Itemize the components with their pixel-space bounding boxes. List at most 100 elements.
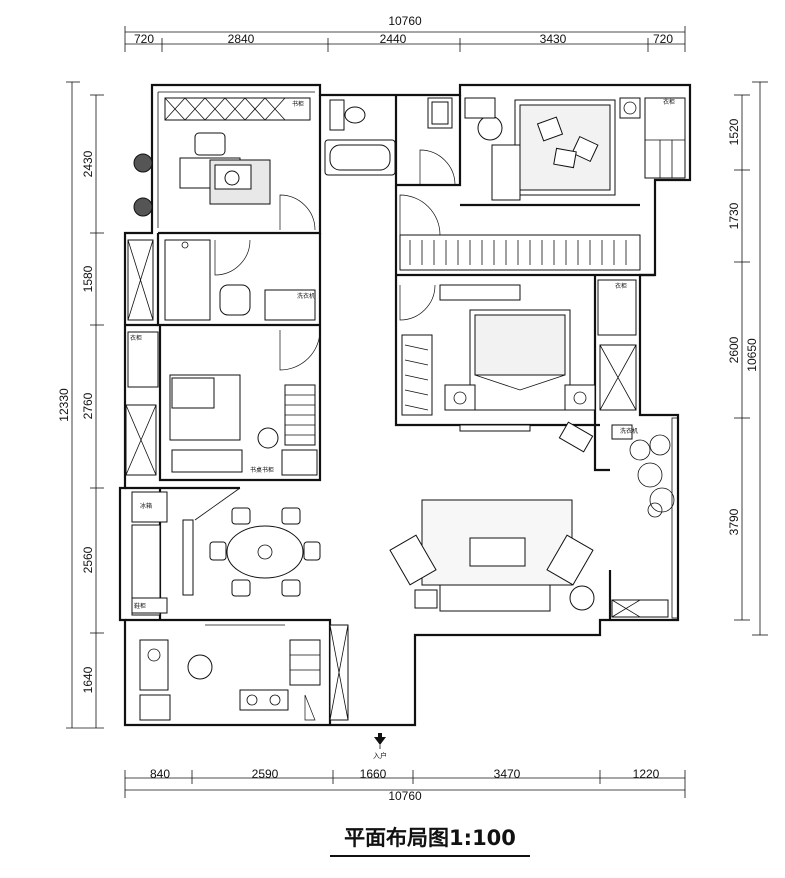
dining-chair (231, 579, 251, 597)
page-title: 平面布局图1:100 (344, 826, 516, 850)
bottom-dimensions: 840 2590 1660 3470 1220 10760 (124, 767, 686, 803)
kitchen-sink (139, 639, 169, 691)
armchair-right (546, 534, 594, 586)
kids-wardrobe (127, 331, 159, 388)
dining-chair (303, 541, 321, 561)
balcony-washer (611, 424, 633, 440)
right-dimension-1: 1520 (727, 118, 741, 145)
wardrobe-middle (401, 334, 433, 416)
nightstand (564, 384, 596, 411)
hall-wardrobe (399, 234, 641, 271)
kids-sofa (171, 449, 243, 473)
top-dimension-3: 2440 (380, 32, 407, 46)
main-sofa (439, 584, 551, 612)
flower-icon (257, 544, 273, 560)
toilet-icon (219, 284, 251, 316)
nightstand (619, 97, 641, 119)
corridor-door-icon (399, 194, 441, 236)
balcony-label: 洗衣机 (620, 427, 638, 435)
shower-area (164, 239, 211, 321)
top-dimension-4: 3430 (540, 32, 567, 46)
shoe-cabinet-label: 鞋柜 (134, 602, 146, 610)
laundry-label: 洗衣机 (297, 292, 315, 300)
dining-area: 冰箱 鞋柜 (131, 487, 321, 616)
kids-desk-label: 书桌书柜 (250, 466, 274, 474)
right-dimension-4: 3790 (727, 508, 741, 535)
bottom-dimension-3: 1660 (360, 767, 387, 781)
bottom-dimension-2: 2590 (252, 767, 279, 781)
kitchen-cabinet (289, 639, 321, 686)
bathtub-inner (329, 144, 391, 171)
entry-arrow-icon (374, 733, 386, 745)
toilet-icon (344, 106, 366, 124)
bedroom-door-icon (399, 284, 436, 321)
right-dimension-3: 2600 (727, 336, 741, 363)
dining-table (226, 525, 304, 579)
plant-icon (133, 197, 153, 217)
left-dimensions: 12330 2430 1580 2760 2560 1640 (57, 81, 104, 729)
dining-chair (209, 541, 227, 561)
kids-room: 衣柜 书桌书柜 (125, 329, 321, 476)
entrance: 入户 (373, 733, 387, 760)
bedroom-top-right: 衣柜 (464, 97, 686, 201)
wardrobe-a-label: 衣柜 (663, 98, 675, 106)
top-dimension-1: 720 (134, 32, 154, 46)
bookshelf-cells (164, 97, 286, 121)
kids-pillows (171, 377, 215, 409)
tv-stand (459, 424, 531, 432)
bathroom-left: 洗衣机 (127, 239, 316, 321)
bath-door-icon (419, 149, 456, 186)
left-dimension-2: 1580 (81, 265, 95, 292)
kids-wardrobe-label: 衣柜 (130, 334, 142, 342)
top-dimension-2: 2840 (228, 32, 255, 46)
bottom-dimension-5: 1220 (633, 767, 660, 781)
bottom-dimension-4: 3470 (494, 767, 521, 781)
side-table-round (569, 585, 595, 611)
lounge-chair (558, 421, 594, 453)
bed-rug-edge (439, 284, 521, 301)
study-room: 书柜 (133, 97, 316, 231)
nightstand (464, 97, 496, 119)
corridor-wardrobe (399, 194, 641, 271)
dining-chair (231, 507, 251, 525)
kids-door-icon (279, 329, 321, 371)
duvet (474, 314, 566, 376)
dining-chair (281, 507, 301, 525)
shower-icon (181, 241, 189, 249)
plant-icon (647, 502, 663, 518)
lamp-icon (453, 391, 467, 405)
plant-icon (649, 434, 671, 456)
study-door-icon (279, 194, 316, 231)
coffee-table (469, 537, 526, 567)
armchair-left (389, 534, 437, 586)
kids-desk (281, 449, 318, 476)
bathroom-top (324, 97, 456, 186)
plan-title: 平面布局图1:100 (330, 826, 530, 857)
bath-left-door-icon (214, 239, 251, 276)
plant-icon (637, 462, 663, 488)
round-table-icon (477, 115, 503, 141)
left-dimension-4: 2560 (81, 546, 95, 573)
burner-icon (246, 694, 258, 706)
fridge (131, 491, 168, 523)
left-dimension-1: 2430 (81, 150, 95, 177)
sink-basin (431, 101, 449, 125)
left-dimension-5: 1640 (81, 666, 95, 693)
top-total-dimension: 10760 (388, 14, 422, 28)
interior-walls (125, 95, 655, 725)
toilet-tank (329, 99, 345, 131)
kitchen (139, 624, 349, 721)
kitchen-counter (139, 694, 171, 721)
bedroom-middle-right: 衣柜 (399, 279, 637, 432)
entrance-label: 入户 (373, 751, 387, 760)
balcony: 洗衣机 (611, 417, 679, 619)
living-room (389, 421, 595, 612)
balcony-rail (671, 417, 679, 619)
lamp-icon (573, 391, 587, 405)
top-dimensions: 10760 720 2840 2440 3430 720 (124, 14, 686, 52)
laundry-machine (264, 289, 316, 321)
side-table (414, 589, 438, 609)
bottom-dimension-1: 840 (150, 767, 170, 781)
cook-figure-icon (187, 654, 213, 680)
